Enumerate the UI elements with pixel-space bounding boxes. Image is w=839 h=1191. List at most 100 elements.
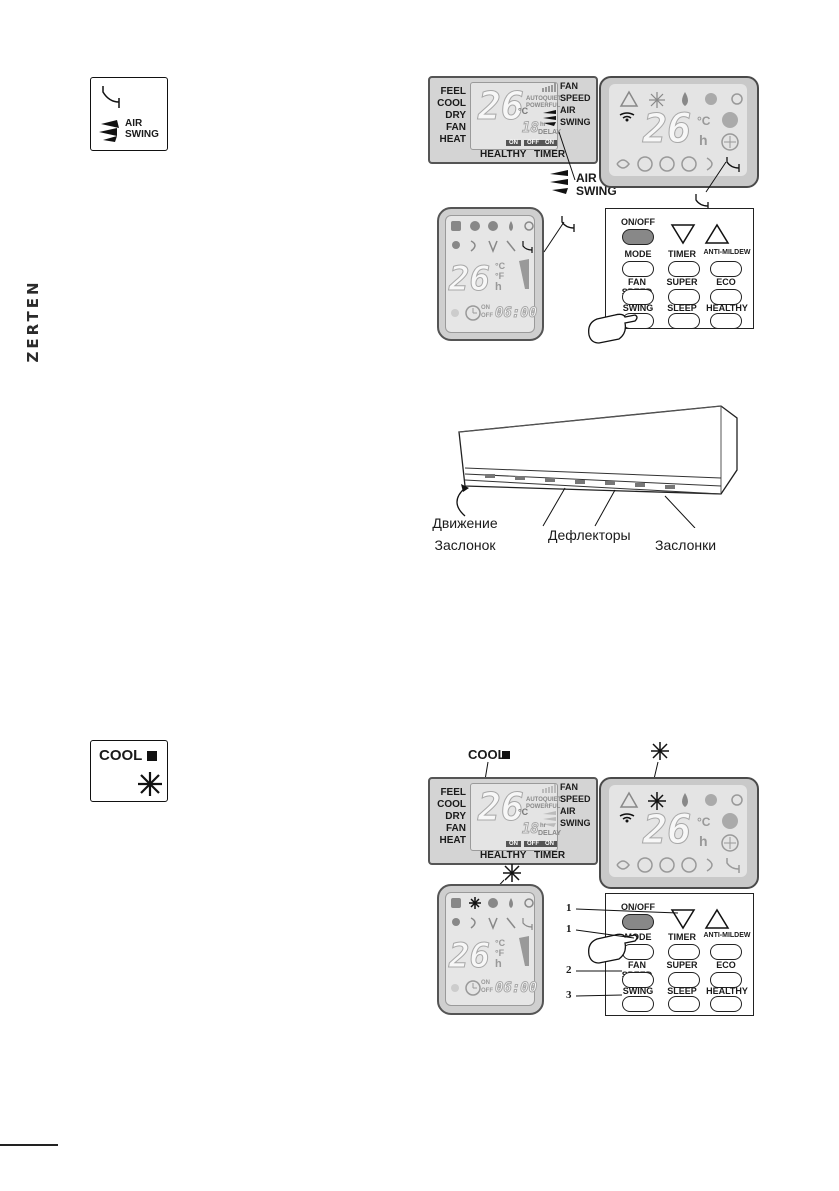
temperature-display: 26: [478, 84, 525, 129]
on-indicator-2: ON: [542, 140, 557, 146]
swing-pointer-line: [558, 131, 576, 181]
off-indicator-cool: OFF: [524, 841, 542, 847]
healthy-button[interactable]: [710, 313, 742, 329]
lcd-panel-b: 26 °C h: [599, 76, 759, 188]
fahrenheit-c: °F: [495, 271, 505, 281]
temp-down-button-cool[interactable]: [670, 908, 696, 930]
mode-list-cool: FEEL COOL DRY FAN HEAT: [437, 787, 466, 846]
fanspeed-button-cool[interactable]: [622, 972, 654, 988]
swing-button-cool[interactable]: [622, 996, 654, 1012]
temp-up-button-cool[interactable]: [704, 908, 730, 930]
clock-icon-c: [451, 305, 481, 321]
clock-icons-cool: [721, 813, 739, 852]
footer-rule: [0, 1144, 58, 1146]
fahrenheit-c-cool: °F: [495, 948, 505, 958]
on-c-cool: ON: [481, 980, 490, 986]
clock-icons: [721, 112, 739, 151]
eco-button-cool[interactable]: [710, 972, 742, 988]
lcd-display-area: [470, 82, 558, 150]
label-louver-movement: Движение Заслонок: [432, 515, 498, 553]
celsius-c-cool: °C: [495, 938, 506, 948]
healthy-button-cool[interactable]: [710, 996, 742, 1012]
clock-time-c: 06:00: [494, 305, 538, 322]
hour-c-cool: h: [495, 958, 502, 970]
fanspeed-button[interactable]: [622, 289, 654, 305]
swing-label: SWING: [622, 303, 654, 313]
timer-button[interactable]: [668, 261, 700, 277]
mode-icons-row: [619, 90, 743, 108]
mode-label-cool: MODE: [624, 932, 652, 942]
on-indicator: ON: [506, 140, 521, 146]
snowflake-callout-icon: [651, 742, 669, 760]
onoff-button-cool[interactable]: [622, 914, 654, 930]
powerful-label-cool: POWERFUL: [526, 804, 561, 810]
super-label-cool: SUPER: [666, 960, 698, 970]
on-indicator-2-cool: ON: [542, 841, 557, 847]
air-swing-legend-icon: AIR SWING: [90, 77, 168, 151]
lcd-display-area-cool: [470, 783, 558, 851]
autoquiet-label: AUTOQUIET: [526, 96, 562, 102]
swing-pointer-c: [543, 216, 575, 253]
celsius-unit-cool: °C: [518, 807, 529, 817]
lcd-display-area-b-cool: [609, 785, 747, 877]
antimildew-label: ANTI-MILDEW: [703, 249, 751, 256]
mode-button[interactable]: [622, 261, 654, 277]
eco-label-cool: ECO: [716, 960, 736, 970]
celsius-c: °C: [495, 261, 506, 271]
on-c: ON: [481, 305, 490, 311]
onoff-button[interactable]: [622, 229, 654, 245]
clock-icon-c-cool: [451, 980, 481, 996]
cool-callout-square: [502, 751, 510, 759]
cool-callout-label: COOL: [468, 747, 506, 762]
lcd-display-area-b: [609, 84, 747, 176]
mode-icons-grid-cool: [451, 897, 534, 931]
air-swing-legend-label: AIR SWING: [125, 118, 159, 140]
clock-time-c-cool: 06:00: [494, 980, 538, 997]
cool-legend-icon: COOL: [90, 740, 168, 802]
super-button-cool[interactable]: [668, 972, 700, 988]
sleep-button[interactable]: [668, 313, 700, 329]
temp-up-button[interactable]: [704, 223, 730, 245]
delay-label-cool: DELAY: [538, 830, 562, 837]
mode-label: MODE: [624, 249, 652, 259]
timer-digits: 18: [522, 120, 540, 137]
sleep-button-cool[interactable]: [668, 996, 700, 1012]
mode-icons-grid: [451, 221, 534, 254]
timer-label: TIMER: [534, 149, 566, 160]
fan-bars-c-cool: [519, 936, 529, 966]
temperature-display-c-cool: 26: [449, 936, 491, 977]
label-deflectors: Дефлекторы: [548, 527, 631, 543]
pressing-hand-icon: [588, 313, 638, 344]
celsius-b-cool: °C: [697, 815, 711, 829]
mode-icons-row-cool: [619, 791, 743, 810]
healthy-label: HEALTHY: [480, 149, 527, 160]
lcd-panel-c-cool: 26 °C °F h ON OFF 06:00: [437, 884, 544, 1015]
step-number-3: 3: [566, 989, 572, 1001]
hour-c: h: [495, 281, 502, 293]
right-labels: FAN SPEED AIR SWING: [560, 81, 591, 127]
temp-down-button[interactable]: [670, 223, 696, 245]
super-button[interactable]: [668, 289, 700, 305]
healthy-label: HEALTHY: [706, 303, 748, 313]
antimildew-button[interactable]: [710, 261, 742, 277]
remote-control-swing: ON/OFF MODE TIMER ANTI-MILDEW FAN SPEED …: [605, 208, 754, 329]
antimildew-button-cool[interactable]: [710, 944, 742, 960]
lcd-panel-b-cool: 26 °C h: [599, 777, 759, 889]
signal-icon: [619, 112, 635, 122]
swing-flap-icon: [99, 86, 120, 142]
healthy-label-cool: HEALTHY: [480, 850, 527, 861]
sleep-label: SLEEP: [667, 303, 697, 313]
function-icons-row: [616, 156, 740, 172]
snowflake-icon: [138, 772, 162, 796]
lcd-panel-a-cool: FEEL COOL DRY FAN HEAT 26 °C AUTOQUIET P…: [428, 777, 598, 865]
super-label: SUPER: [666, 277, 698, 287]
mode-list: FEEL COOL DRY FAN HEAT: [437, 86, 466, 145]
cool-legend-square: [147, 751, 157, 761]
timer-button-cool[interactable]: [668, 944, 700, 960]
celsius-b: °C: [697, 114, 711, 128]
eco-button[interactable]: [710, 289, 742, 305]
hour-b-cool: h: [699, 833, 708, 849]
off-c-cool: OFF: [481, 988, 493, 994]
hour-b: h: [699, 132, 708, 148]
lcd-panel-a: FEEL COOL DRY FAN HEAT 26 °C AUTOQUIET P…: [428, 76, 598, 164]
